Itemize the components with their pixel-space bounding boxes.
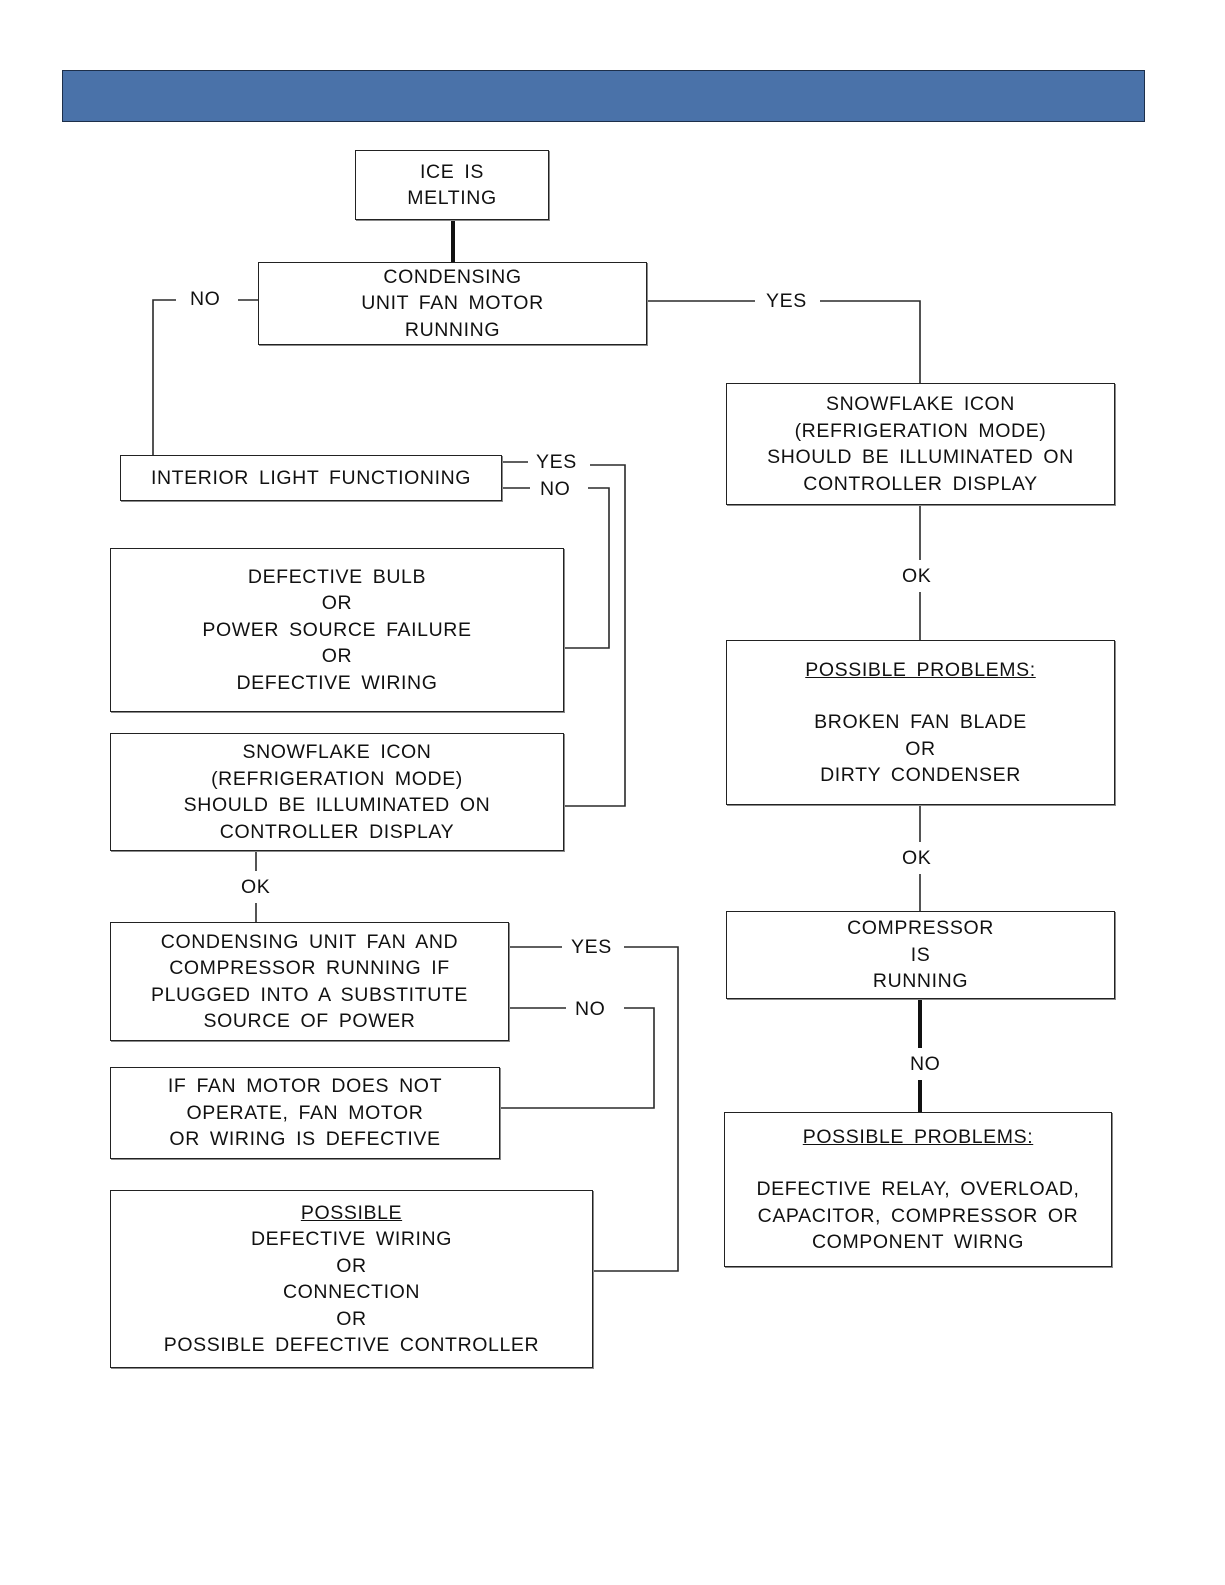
node-problems-fan: POSSIBLE PROBLEMS: BROKEN FAN BLADE OR DIRT…: [726, 640, 1115, 805]
box-text-line: DEFECTIVE WIRING: [250, 1228, 453, 1250]
box-text-line: COMPONENT WIRNG: [812, 1231, 1024, 1253]
box-text-line: COMPRESSOR RUNNING IF: [169, 957, 450, 979]
box-text-line: CONDENSING UNIT FAN AND: [160, 930, 459, 953]
box-text-line: ICE IS: [420, 160, 484, 183]
box-heading: POSSIBLE PROBLEMS:: [805, 658, 1036, 681]
node-fan-motor-running: CONDENSING UNIT FAN MOTOR RUNNING: [258, 262, 647, 345]
box-text-line: CONDENSING: [383, 265, 522, 288]
box-text-line: MELTING: [407, 187, 497, 209]
connector-fan-yes-drop: [820, 300, 921, 383]
label-substitute-no: NO: [573, 998, 608, 1020]
box-text-line: IS: [910, 943, 931, 966]
connector-light-no-route: [564, 487, 610, 649]
connector-substitute-yes-route: [593, 946, 679, 1272]
box-text-line: SOURCE OF POWER: [203, 1010, 416, 1032]
box-text-line: RUNNING: [872, 970, 969, 993]
box-text-line: SNOWFLAKE ICON: [242, 741, 432, 763]
box-text-line: UNIT FAN MOTOR: [361, 292, 544, 315]
box-text-line: CONNECTION: [282, 1281, 421, 1303]
box-text-line: SHOULD BE ILLUMINATED ON: [767, 446, 1074, 468]
box-text-line: CAPACITOR, COMPRESSOR OR: [757, 1204, 1079, 1227]
label-snowflake-left-ok: OK: [239, 876, 273, 898]
node-interior-light: INTERIOR LIGHT FUNCTIONING: [120, 455, 502, 501]
label-snowflake-right-ok: OK: [900, 565, 934, 587]
connector-substitute-no-route: [500, 1007, 655, 1109]
box-text-line: CONTROLLER DISPLAY: [219, 820, 455, 843]
box-text-line: DEFECTIVE BULB: [247, 565, 427, 588]
box-text-line: POSSIBLE DEFECTIVE CONTROLLER: [163, 1334, 540, 1356]
node-snowflake-left: SNOWFLAKE ICON (REFRIGERATION MODE) SHOULD…: [110, 733, 564, 851]
box-text-line: DEFECTIVE WIRING: [236, 671, 438, 694]
box-text-line: OR: [336, 1307, 367, 1330]
header-bar: [62, 70, 1145, 122]
connector-fan-no-drop: [152, 299, 176, 455]
node-snowflake-right: SNOWFLAKE ICON (REFRIGERATION MODE) SHOULD…: [726, 383, 1115, 505]
box-text-line: COMPRESSOR: [847, 917, 994, 940]
box-text-line: BROKEN FAN BLADE: [814, 711, 1027, 733]
box-text-line: CONTROLLER DISPLAY: [803, 472, 1038, 495]
box-text-line: DIRTY CONDENSER: [820, 764, 1021, 786]
box-text-line: SHOULD BE ILLUMINATED ON: [183, 794, 491, 816]
box-text-line: OR WIRING IS DEFECTIVE: [169, 1128, 441, 1151]
box-text-line: OR: [905, 737, 936, 760]
label-substitute-yes: YES: [569, 936, 614, 958]
box-text-line: RUNNING: [404, 318, 501, 341]
box-text-line: INTERIOR LIGHT FUNCTIONING: [150, 466, 472, 489]
box-text-line: SNOWFLAKE ICON: [825, 393, 1015, 415]
box-text-line: OR: [321, 592, 353, 615]
box-text-line: OPERATE, FAN MOTOR: [186, 1101, 424, 1124]
node-fan-motor-defective: IF FAN MOTOR DOES NOT OPERATE, FAN MOTOR O…: [110, 1067, 500, 1159]
box-text-line: OR: [321, 645, 353, 668]
box-text-line: OR: [336, 1254, 367, 1277]
node-ice-melting: ICE IS MELTING: [355, 150, 549, 220]
box-text-line: IF FAN MOTOR DOES NOT: [167, 1075, 443, 1098]
label-light-no: NO: [538, 478, 573, 500]
node-compressor-running: COMPRESSOR IS RUNNING: [726, 911, 1115, 999]
box-text-line: POWER SOURCE FAILURE: [202, 618, 472, 641]
box-heading: POSSIBLE: [300, 1201, 403, 1224]
node-possible-defective-wiring: POSSIBLE DEFECTIVE WIRING OR CONNECTION OR PO…: [110, 1190, 593, 1368]
connector-light-yes-route: [564, 464, 626, 807]
label-fan-no: NO: [188, 288, 223, 310]
node-defective-bulb: DEFECTIVE BULB OR POWER SOURCE FAILURE OR DE…: [110, 548, 564, 712]
label-problems-fan-ok: OK: [900, 847, 934, 869]
label-compressor-no: NO: [908, 1053, 943, 1075]
node-substitute-power: CONDENSING UNIT FAN AND COMPRESSOR RUNNIN…: [110, 922, 509, 1041]
box-text-line: DEFECTIVE RELAY, OVERLOAD,: [756, 1178, 1080, 1200]
box-heading: POSSIBLE PROBLEMS:: [802, 1125, 1034, 1148]
node-problems-compressor: POSSIBLE PROBLEMS: DEFECTIVE RELAY, OVERL…: [724, 1112, 1112, 1267]
box-text-line: (REFRIGERATION MODE): [211, 767, 463, 790]
box-text-line: PLUGGED INTO A SUBSTITUTE: [150, 983, 469, 1006]
label-light-yes: YES: [534, 451, 579, 473]
label-fan-yes: YES: [764, 290, 809, 312]
box-text-line: (REFRIGERATION MODE): [794, 419, 1047, 442]
